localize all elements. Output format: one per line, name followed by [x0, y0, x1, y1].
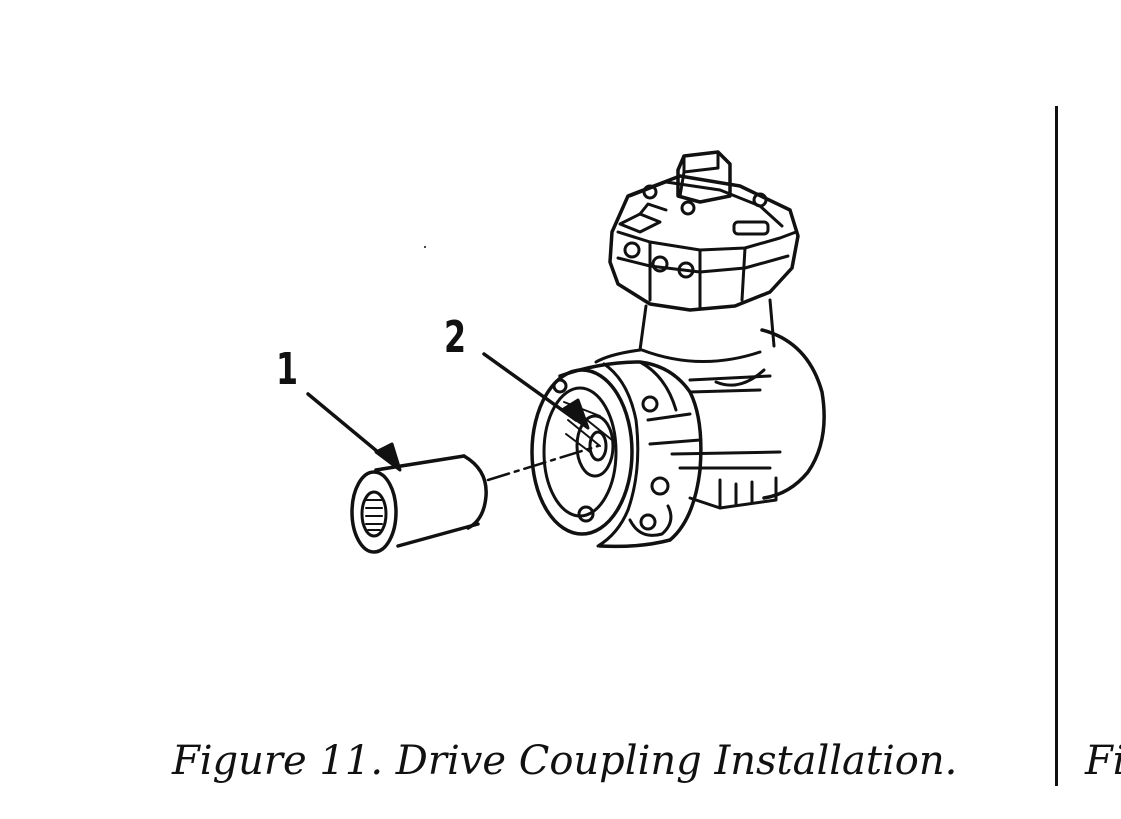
- pump-neck: [638, 298, 776, 387]
- print-speck: [424, 246, 426, 248]
- drive-coupling: [350, 454, 488, 554]
- adjacent-figure-caption-fragment: Fi: [1085, 738, 1121, 784]
- figure-caption: Figure 11. Drive Coupling Installation.: [172, 738, 958, 784]
- callout-1: 1: [276, 344, 299, 395]
- governor-housing: [608, 150, 800, 312]
- leader-arrow-1: [306, 392, 402, 472]
- alignment-centerline: [486, 444, 600, 482]
- column-divider: [1055, 106, 1058, 786]
- leader-arrow-2: [482, 352, 590, 430]
- callout-2: 2: [444, 312, 467, 363]
- mounting-flange: [530, 360, 703, 549]
- pump-body: [594, 328, 826, 510]
